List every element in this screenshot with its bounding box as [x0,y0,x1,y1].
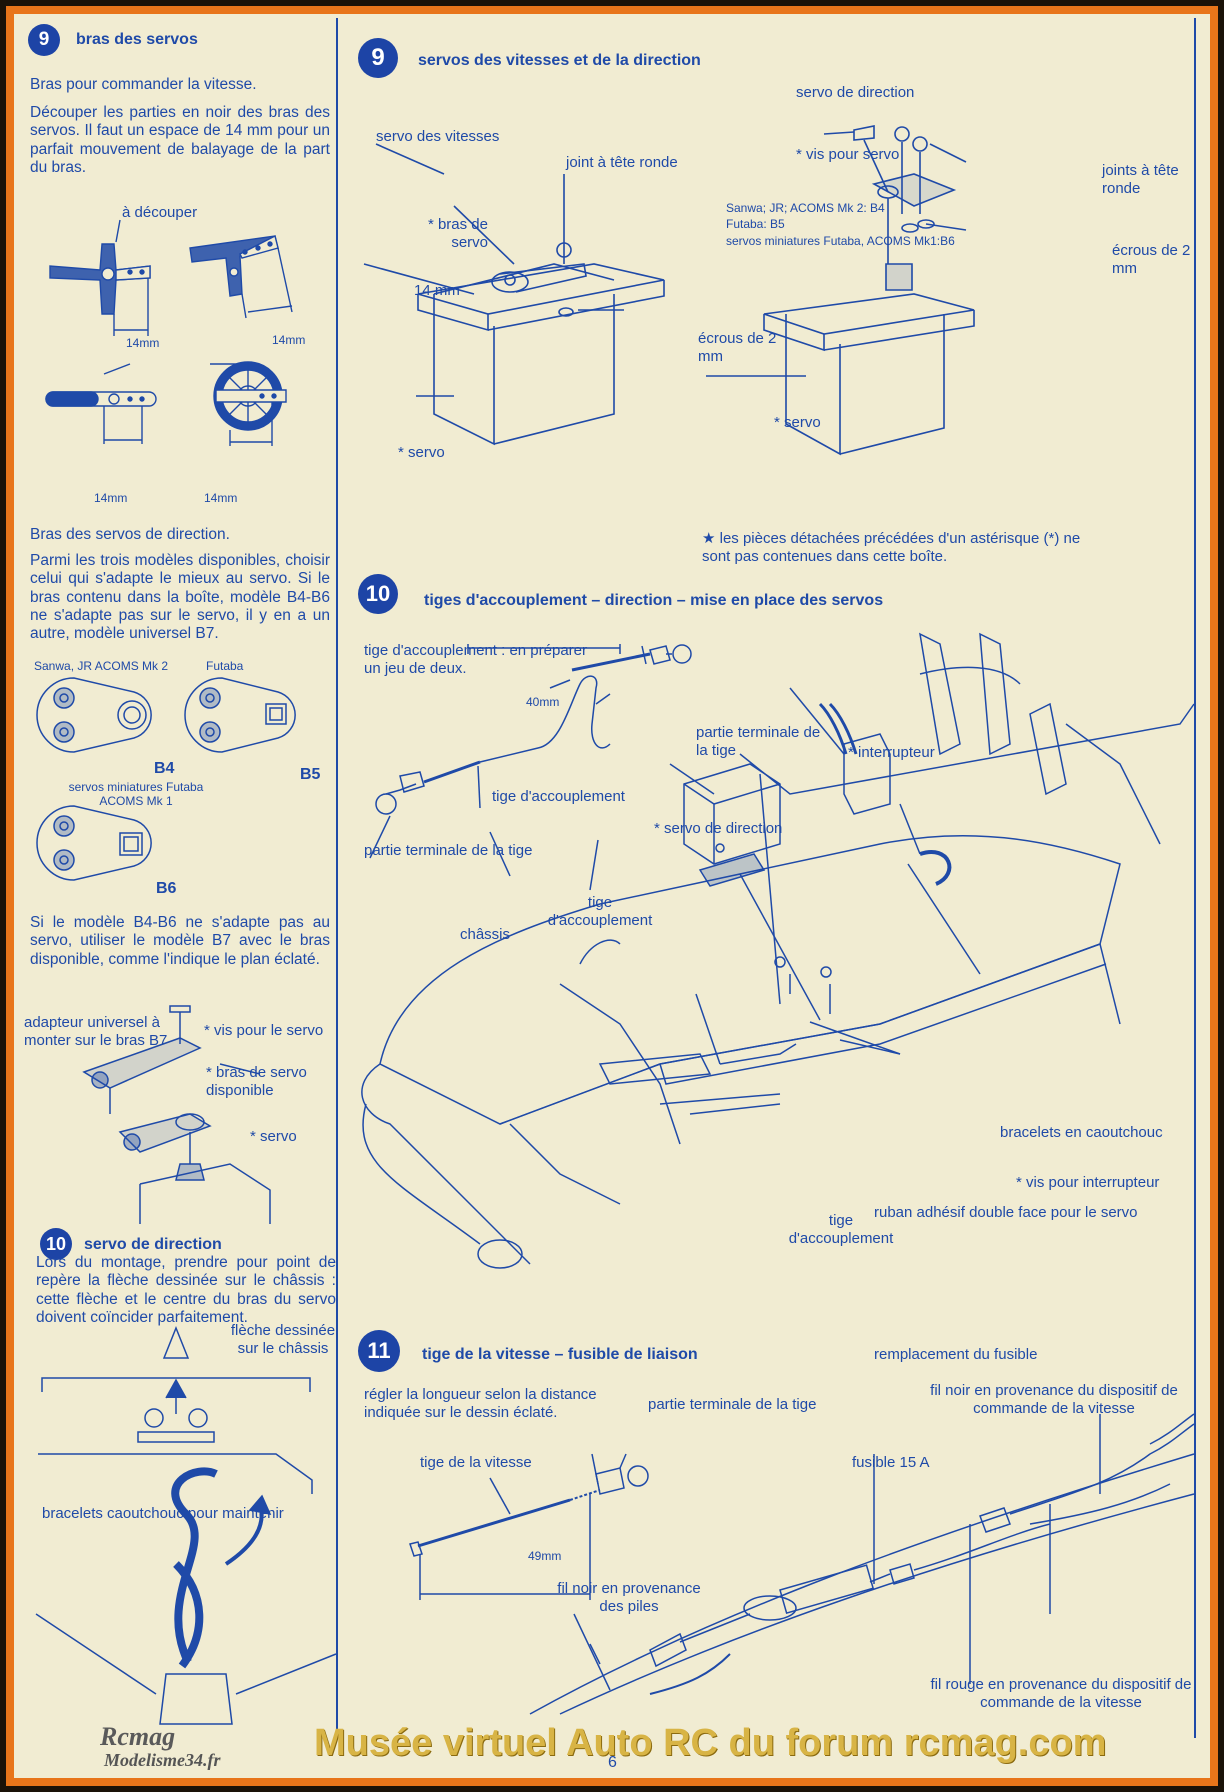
dim-40mm: 40mm [526,695,560,709]
universal-adapter-diagram [70,1004,270,1224]
label-servo-de-direction-b: * servo de direction [654,820,783,837]
step-11-badge: 11 [358,1330,400,1372]
rcmag-logo: Rcmag [100,1722,176,1751]
text-b7: Si le modèle B4-B6 ne s'adapte pas au se… [30,914,330,968]
step-10-right-badge: 10 [358,574,398,614]
dim-14mm-b: 14mm [272,333,306,347]
label-partie-terminale-b: partie terminale de la tige [364,842,533,859]
label-a-decouper: à découper [122,204,198,221]
label-partie-terminale-a: partie terminale de la tige [696,724,821,759]
note-asterisque: ★ les pièces détachées précédées d'un as… [702,530,1081,565]
text-bras-vitesse: Bras pour commander la vitesse. [30,76,257,93]
brand-b6: servos miniatures Futaba, ACOMS Mk1:B6 [726,234,955,248]
text-decouper: Découper les parties en noir des bras de… [30,104,330,176]
brand-b5: Futaba: B5 [726,217,785,231]
label-servo-de-direction: servo de direction [796,84,915,101]
label-servo-b: * servo [774,414,821,431]
label-tige-de-la-vitesse: tige de la vitesse [420,1454,532,1471]
label-vis-interrupteur: * vis pour interrupteur [1016,1174,1160,1191]
section-title-servos-vitesses-direction: servos des vitesses et de la direction [418,52,701,69]
label-fil-noir-dispositif: fil noir en provenance du dispositif de … [930,1382,1178,1417]
label-tige-accouplement-b: tige d'accouplement [547,894,653,929]
manual-page: 9 bras des servos Bras pour commander la… [14,14,1210,1778]
speed-rod-fuse-diagram [410,1414,1194,1714]
chassis-assembly-diagram [360,644,1194,1274]
label-adaptateur: adapteur universel à monter sur le bras … [24,1014,168,1049]
label-vis-pour-servo: * vis pour servo [796,146,900,163]
watermark-musee: Musée virtuel Auto RC du forum rcmag.com [314,1722,1107,1764]
label-sanwa: Sanwa, JR ACOMS Mk 2 [34,659,169,673]
label-tige-accouplement-c: tige d'accouplement [788,1212,894,1247]
modelisme34-logo: Modelisme34.fr [104,1750,221,1770]
column-divider [336,18,338,1738]
step-9-badge: 9 [28,24,60,56]
label-servo-a: * servo [398,444,445,461]
right-border [1194,18,1196,1738]
label-bracelets-maintenir: bracelets caoutchouc pour maintenir [42,1505,284,1522]
label-servo-des-vitesses: servo des vitesses [376,128,500,145]
label-b5: B5 [300,766,321,783]
label-ruban-adhesif: ruban adhésif double face pour le servo [874,1204,1138,1221]
section-title-tiges-accouplement: tiges d'accouplement – direction – mise … [424,592,884,609]
dim-14mm: 14 mm [414,282,460,299]
label-bras-de-servo: * bras de servo [427,216,488,251]
direction-arrow-diagram [36,1314,336,1724]
servo-arms-cut-diagram [30,214,330,504]
label-bracelets-caoutchouc: bracelets en caoutchouc [1000,1124,1163,1141]
label-bras-disponible: * bras de servo disponible [206,1064,307,1099]
dim-14mm-a: 14mm [126,336,160,350]
label-fusible-15a: fusible 15 A [852,1454,930,1471]
label-b4: B4 [154,760,175,777]
label-partie-terminale-c: partie terminale de la tige [648,1396,817,1413]
label-ecrous-right: écrous de 2 mm [1112,242,1191,277]
label-ecrous-left: écrous de 2 mm [698,330,777,365]
label-fil-noir-piles: fil noir en provenance des piles [557,1580,701,1615]
servo-horns-b4-b5-b6 [34,676,314,896]
label-tige-preparer: tige d'accouplement : en préparer un jeu… [364,642,588,677]
servos-mounting-diagram [354,114,1074,534]
section-title-bras-des-servos: bras des servos [76,31,198,48]
page-number: 6 [608,1754,617,1771]
label-joint-tete-ronde: joint à tête ronde [566,154,678,171]
section-title-servo-direction: servo de direction [84,1236,222,1253]
label-vis-pour-le-servo: * vis pour le servo [204,1022,324,1039]
label-fil-rouge: fil rouge en provenance du dispositif de… [930,1676,1192,1711]
section-title-tige-vitesse: tige de la vitesse – fusible de liaison [422,1346,698,1363]
label-joints-tete-ronde: joints à tête ronde [1102,162,1179,197]
label-futaba: Futaba [206,659,244,673]
label-chassis: châssis [460,926,511,943]
dim-49mm: 49mm [528,1549,562,1563]
text-montage: Lors du montage, prendre pour point de r… [36,1254,336,1326]
label-remplacement-fusible: remplacement du fusible [874,1346,1038,1363]
text-bras-direction: Bras des servos de direction. [30,526,230,543]
step-9-right-badge: 9 [358,38,398,78]
label-miniatures: servos miniatures Futaba ACOMS Mk 1 [68,780,204,809]
label-interrupteur: * interrupteur [848,744,935,761]
step-10-left-badge: 10 [40,1228,72,1260]
label-servo-left: * servo [250,1128,297,1145]
text-modeles: Parmi les trois modèles disponibles, cho… [30,552,330,643]
label-b6: B6 [156,880,177,897]
label-regler-longueur: régler la longueur selon la distance ind… [364,1386,597,1421]
label-fleche-chassis: flèche dessinée sur le châssis [230,1322,336,1357]
dim-14mm-d: 14mm [204,491,238,505]
label-tige-accouplement-a: tige d'accouplement [492,788,625,805]
dim-14mm-c: 14mm [94,491,128,505]
brand-b4: Sanwa; JR; ACOMS Mk 2: B4 [726,201,885,215]
